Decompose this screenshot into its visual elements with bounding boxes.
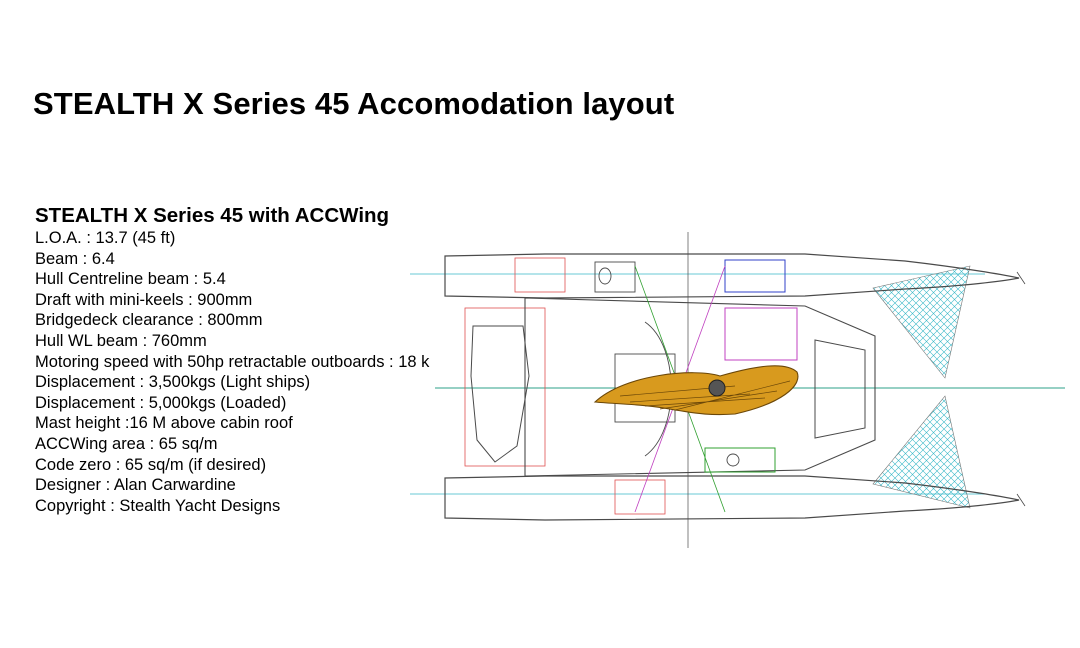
galley-counter <box>704 447 776 473</box>
dinghy <box>470 325 530 463</box>
trampoline-top <box>872 265 971 379</box>
bridgedeck-frame <box>464 307 546 467</box>
spec-displacement-light: Displacement : 3,500kgs (Light ships) <box>35 373 311 392</box>
toilet-icon <box>598 267 612 285</box>
accwing-ribs <box>619 380 791 411</box>
spec-wing-area: ACCWing area : 65 sq/m <box>35 434 218 453</box>
trampoline-bottom <box>872 395 971 509</box>
foredeck-hatch <box>814 339 866 439</box>
spec-loa: L.O.A. : 13.7 (45 ft) <box>35 229 176 247</box>
spec-mast-height: Mast height :16 M above cabin roof <box>35 414 293 433</box>
spec-bridgedeck-clearance: Bridgedeck clearance : 800mm <box>35 311 263 330</box>
accommodation-plan <box>405 226 1075 552</box>
bow-marker-bottom <box>1016 493 1026 507</box>
accwing-sail <box>593 365 799 416</box>
cabin-top-aft <box>514 257 566 293</box>
bunk-top <box>724 259 786 293</box>
spec-copyright: Copyright : Stealth Yacht Designs <box>35 496 281 515</box>
hull-top <box>444 253 1020 299</box>
page-title: STEALTH X Series 45 Accomodation layout <box>33 86 675 121</box>
bow-marker-top <box>1016 271 1026 285</box>
spec-designer: Designer : Alan Carwardine <box>35 476 236 495</box>
bridgedeck-outline <box>524 297 876 477</box>
spec-draft: Draft with mini-keels : 900mm <box>35 290 253 309</box>
spec-motoring-speed: Motoring speed with 50hp retractable out… <box>35 352 430 371</box>
spec-list: L.O.A. : 13.7 (45 ft) Beam : 6.4 Hull Ce… <box>35 228 455 516</box>
spec-code-zero: Code zero : 65 sq/m (if desired) <box>35 455 267 474</box>
spec-displacement-loaded: Displacement : 5,000kgs (Loaded) <box>35 393 287 412</box>
spec-panel: STEALTH X Series 45 with ACCWing L.O.A. … <box>35 204 455 516</box>
spec-hull-centreline-beam: Hull Centreline beam : 5.4 <box>35 270 226 289</box>
spec-beam: Beam : 6.4 <box>35 249 115 268</box>
cabin-bottom-aft <box>614 479 666 515</box>
sink-icon <box>726 453 740 467</box>
spec-heading: STEALTH X Series 45 with ACCWing <box>35 204 390 227</box>
spec-hull-wl-beam: Hull WL beam : 760mm <box>35 331 207 350</box>
nav-station <box>724 307 798 361</box>
plan-drawing <box>410 232 1065 548</box>
head-top <box>594 261 636 293</box>
hull-bottom <box>444 475 1020 521</box>
mast-icon <box>708 379 726 397</box>
